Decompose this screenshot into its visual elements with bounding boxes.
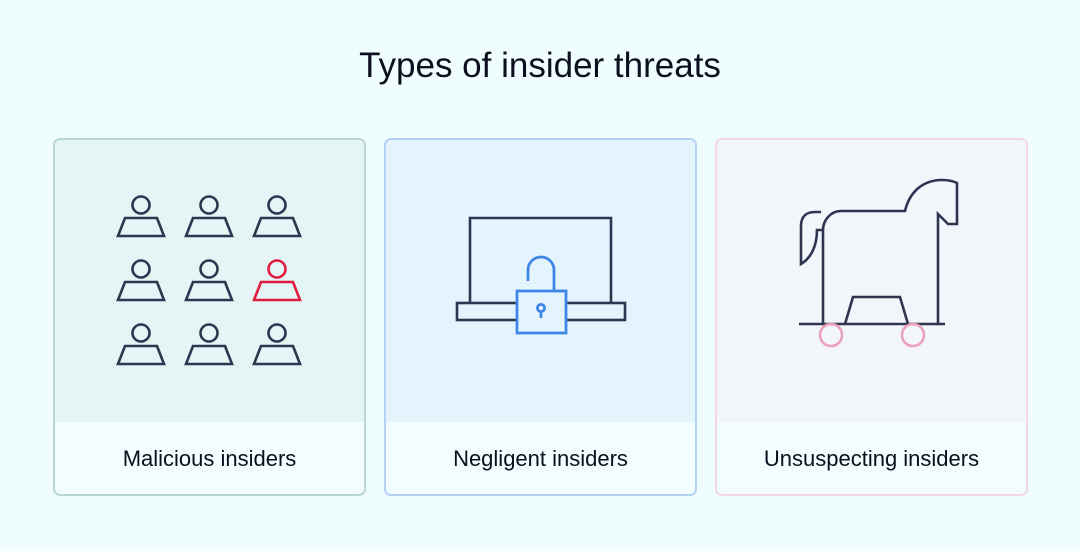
card-label: Malicious insiders <box>122 446 297 471</box>
card-illustration <box>386 140 695 422</box>
person-icon <box>184 259 234 302</box>
malicious-person-icon <box>252 259 302 302</box>
person-icon <box>252 195 302 238</box>
person-icon <box>184 323 234 366</box>
person-icon <box>116 195 166 238</box>
card-label: Negligent insiders <box>453 446 628 471</box>
wheel-icon <box>818 322 926 348</box>
person-icon <box>252 323 302 366</box>
card-negligent-insiders: Negligent insiders <box>384 138 697 496</box>
laptop-unlocked-padlock-icon <box>455 216 627 335</box>
person-icon <box>116 259 166 302</box>
card-illustration <box>55 140 364 422</box>
unlocked-padlock-icon <box>515 255 568 335</box>
card-unsuspecting-insiders: Unsuspecting insiders <box>715 138 1028 496</box>
card-illustration <box>717 140 1026 422</box>
people-grid-icon <box>116 195 302 366</box>
card-malicious-insiders: Malicious insiders <box>53 138 366 496</box>
trojan-horse-icon <box>799 178 959 348</box>
page-title: Types of insider threats <box>359 46 721 85</box>
person-icon <box>116 323 166 366</box>
card-label: Unsuspecting insiders <box>763 446 980 471</box>
person-icon <box>184 195 234 238</box>
